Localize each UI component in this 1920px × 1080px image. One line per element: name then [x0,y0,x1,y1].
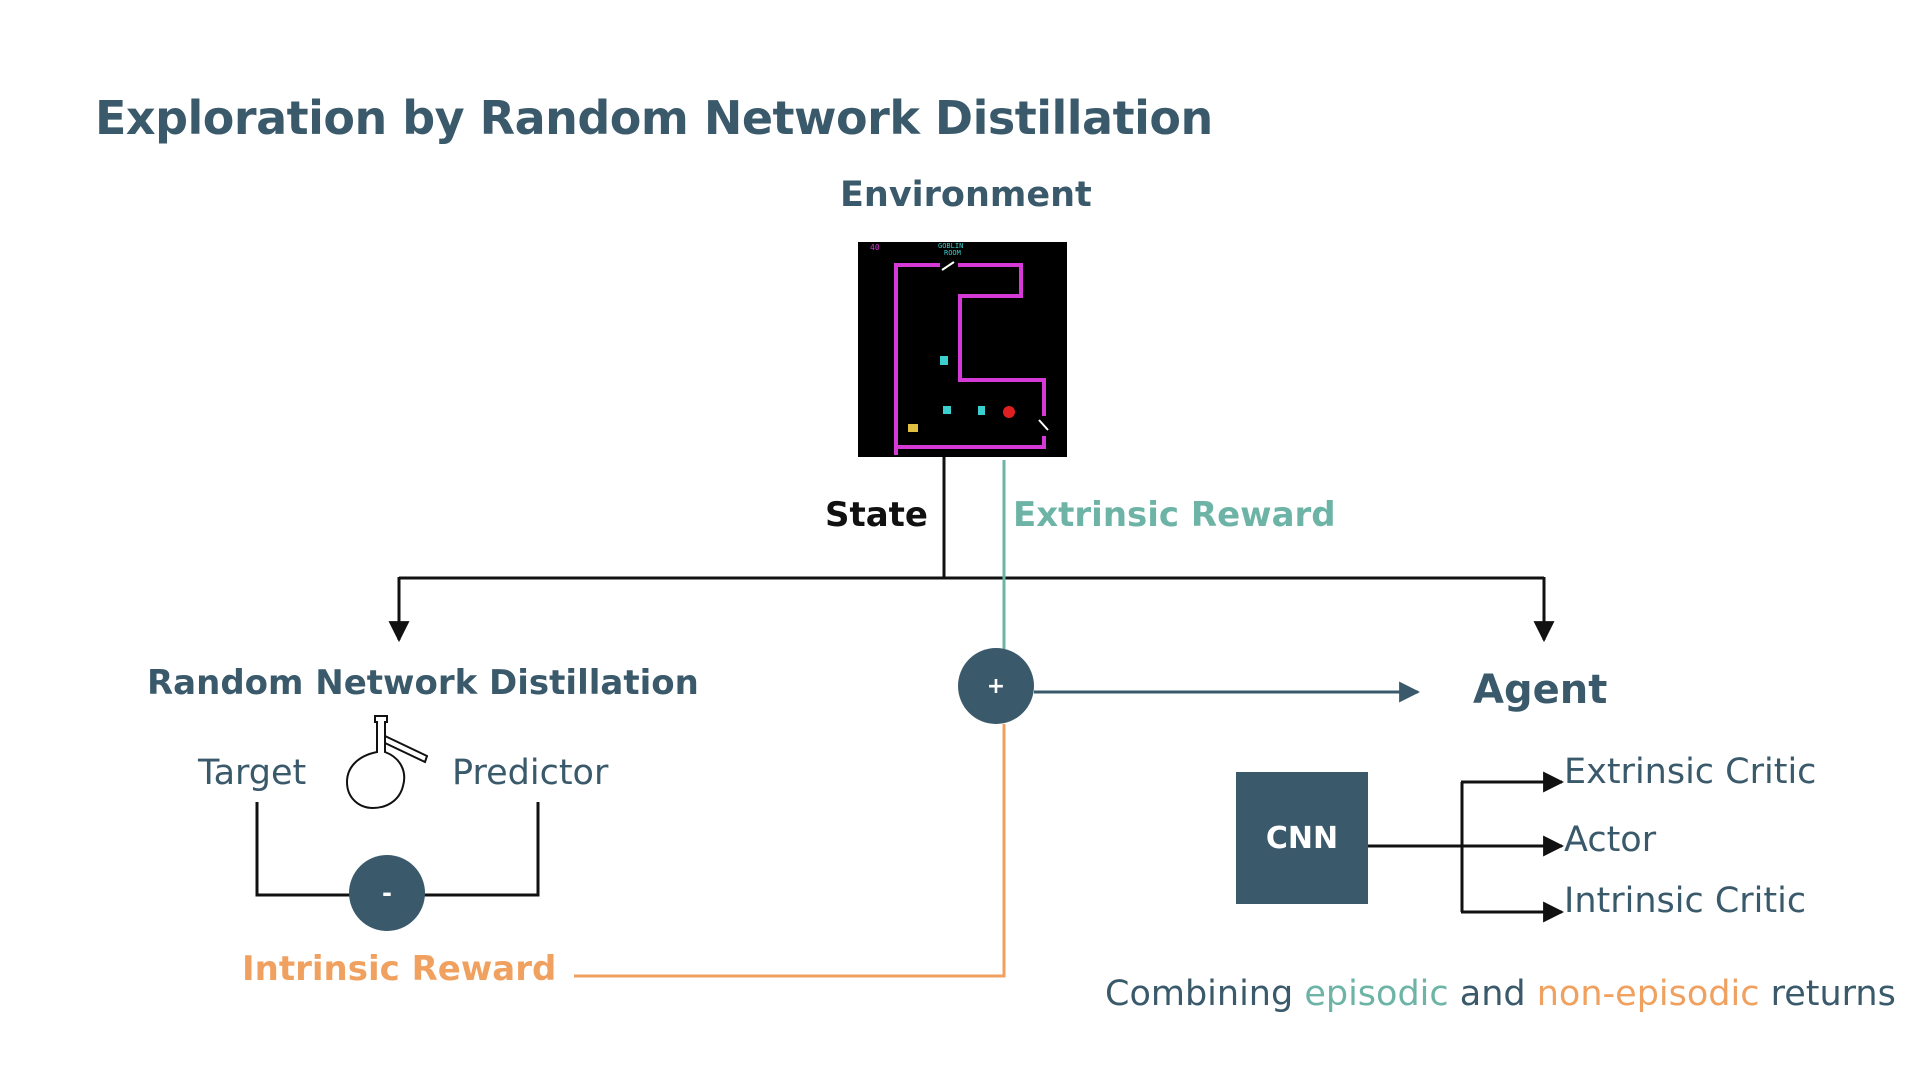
environment-label: Environment [840,175,1092,215]
difference-node: - [349,855,425,931]
target-label: Target [198,753,307,793]
state-connector [388,457,1555,643]
state-label: State [825,495,928,535]
caption: Combining episodic and non-episodic retu… [1105,977,1896,1012]
environment-game-screen: 40 GOBLIN ROOM [858,242,1067,457]
caption-non-episodic: non-episodic [1536,974,1760,1014]
page-title: Exploration by Random Network Distillati… [95,91,1213,145]
actor-label: Actor [1564,820,1657,860]
difference-bracket [255,802,540,897]
extrinsic-critic-label: Extrinsic Critic [1564,752,1817,792]
predictor-label: Predictor [452,753,609,793]
game-room-name: GOBLIN [938,242,963,250]
intrinsic-reward-connector [574,724,1006,978]
flask-icon [345,715,429,810]
cnn-heads-connector [1368,771,1565,923]
intrinsic-critic-label: Intrinsic Critic [1564,881,1807,921]
cnn-block: CNN [1236,772,1368,904]
rnd-title: Random Network Distillation [147,663,699,703]
caption-part3: returns [1759,974,1896,1014]
sum-node: + [958,648,1034,724]
game-room-name-line2: ROOM [944,249,961,257]
caption-part1: Combining [1105,974,1305,1014]
agent-title: Agent [1473,667,1608,713]
caption-part2: and [1448,974,1537,1014]
caption-episodic: episodic [1304,974,1449,1014]
intrinsic-reward-label: Intrinsic Reward [242,949,557,989]
game-score: 40 [870,243,880,252]
extrinsic-reward-label: Extrinsic Reward [1013,495,1336,535]
